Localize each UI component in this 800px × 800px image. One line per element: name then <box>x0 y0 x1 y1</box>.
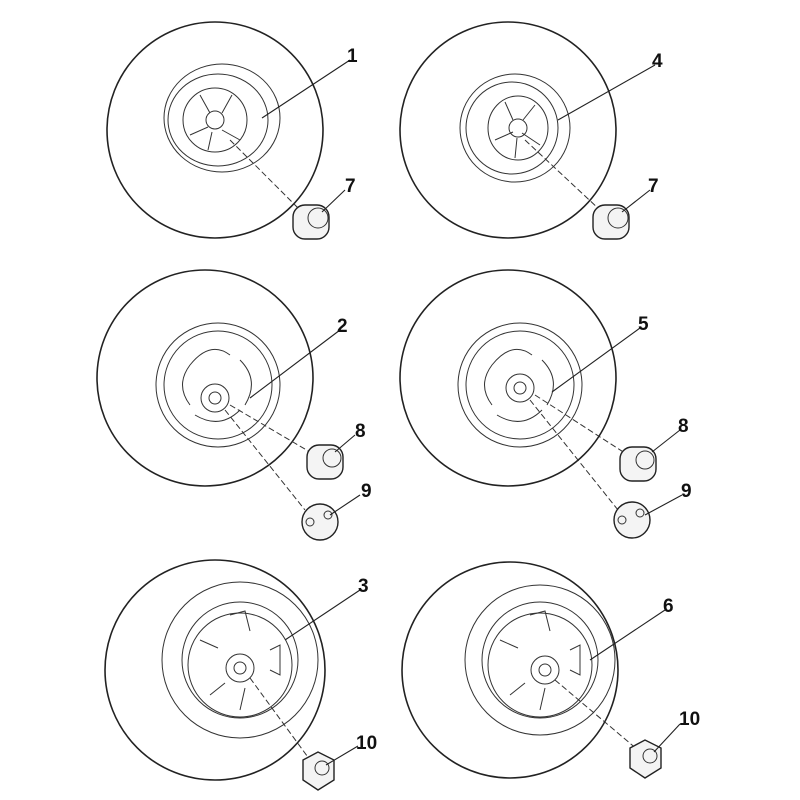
wheel-assembly-4 <box>399 21 617 239</box>
lug-nut-7-left <box>292 204 330 240</box>
lug-nut-9-right <box>613 501 651 539</box>
lug-nut-10-right <box>629 739 662 779</box>
callout-10-right: 10 <box>679 709 700 730</box>
wheel-assembly-6 <box>401 561 639 779</box>
callout-6: 6 <box>663 596 674 617</box>
lug-nut-8-right <box>619 446 657 482</box>
callout-2: 2 <box>337 316 348 337</box>
wheel-assembly-1 <box>106 21 324 239</box>
callout-9-right: 9 <box>681 481 692 502</box>
callout-9-left: 9 <box>361 481 372 502</box>
callout-8-right: 8 <box>678 416 689 437</box>
callout-5: 5 <box>638 314 649 335</box>
wheel-assembly-3 <box>104 559 326 781</box>
wheel-assembly-2 <box>96 269 316 511</box>
callout-7-left: 7 <box>345 176 356 197</box>
lug-nut-7-right <box>592 204 630 240</box>
lug-nut-10-left <box>302 751 335 791</box>
callout-1: 1 <box>347 46 358 67</box>
callout-8-left: 8 <box>355 421 366 442</box>
callout-4: 4 <box>652 51 663 72</box>
callout-10-left: 10 <box>356 733 377 754</box>
callout-7-right: 7 <box>648 176 659 197</box>
wheel-assembly-5 <box>399 269 629 511</box>
lug-nut-9-left <box>301 503 339 541</box>
lug-nut-8-left <box>306 444 344 480</box>
callout-3: 3 <box>358 576 369 597</box>
